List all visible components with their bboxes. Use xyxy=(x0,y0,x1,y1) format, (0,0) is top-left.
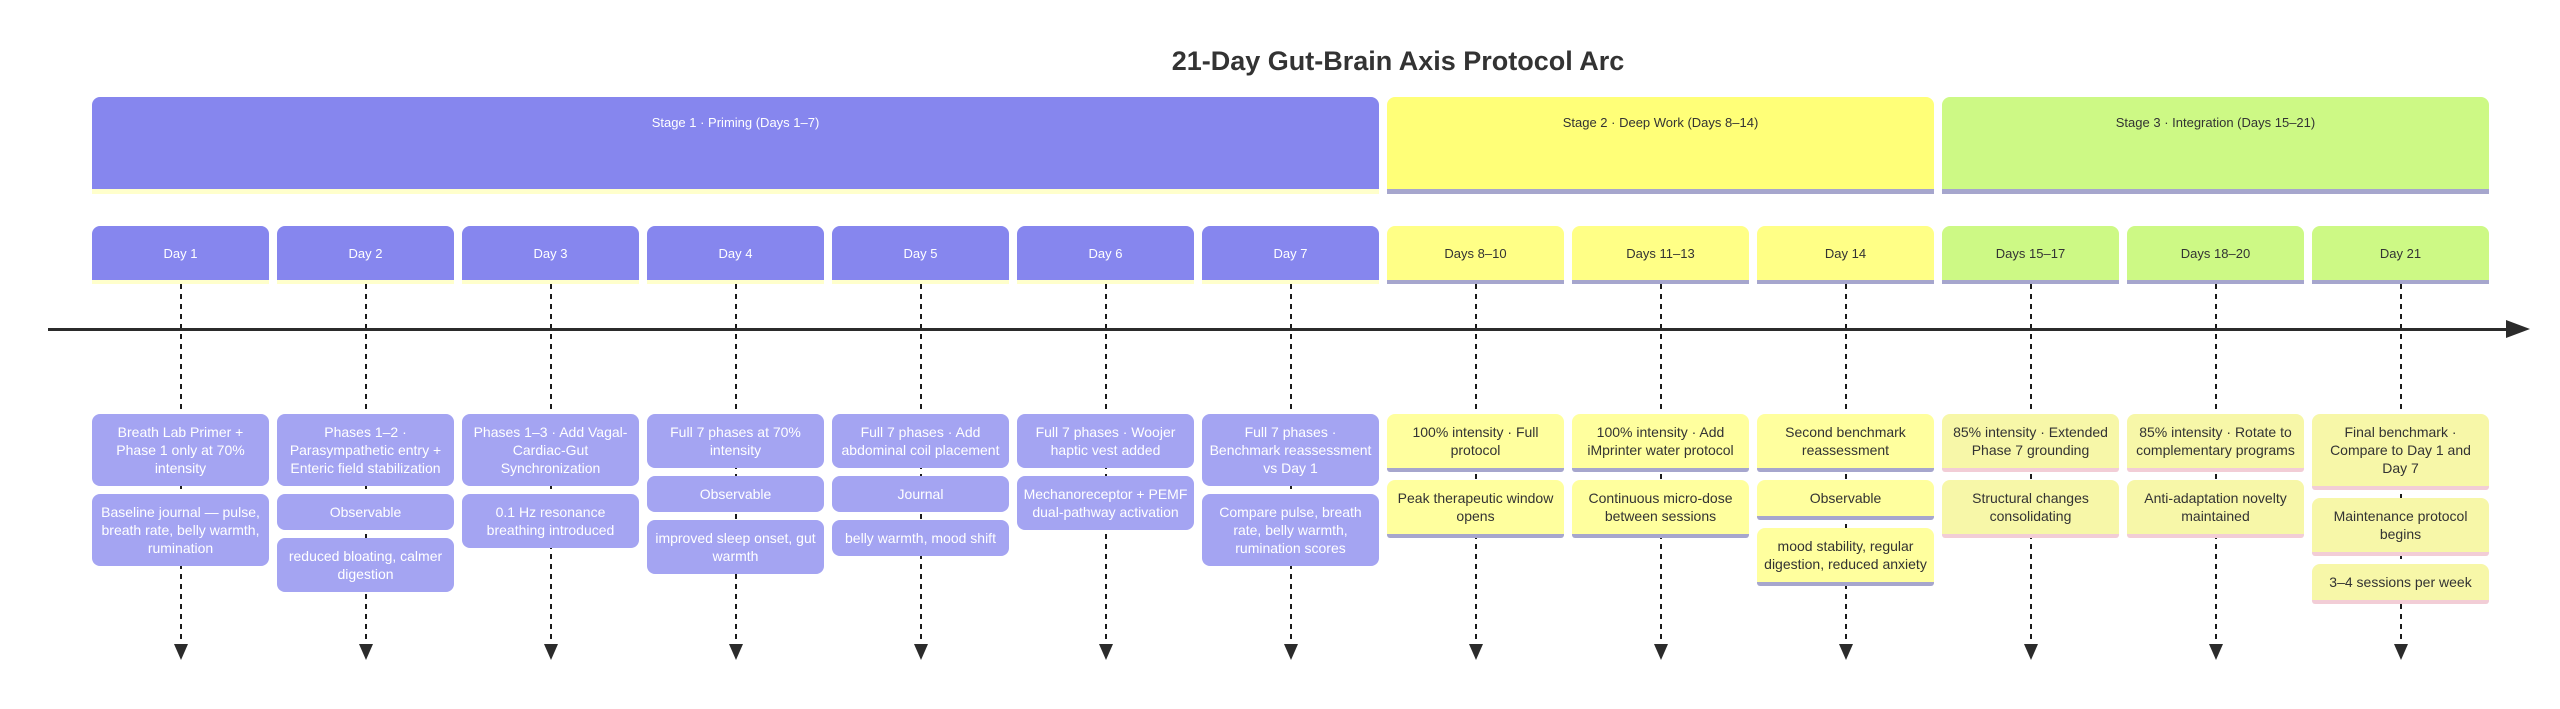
note-box: Continuous micro-dose between sessions xyxy=(1572,480,1749,538)
day-label: Days 11–13 xyxy=(1626,245,1695,261)
timeline-axis-arrowhead-icon xyxy=(2506,320,2530,338)
day-label: Day 4 xyxy=(718,245,753,261)
day-box: Day 3 xyxy=(462,226,639,284)
note-box: Observable xyxy=(277,494,454,530)
stage-label: Stage 3 · Integration (Days 15–21) xyxy=(2115,115,2316,130)
column-arrowhead-icon xyxy=(728,644,743,660)
column-arrowhead-icon xyxy=(1098,644,1113,660)
column-arrowhead-icon xyxy=(173,644,188,660)
day-label: Days 18–20 xyxy=(2180,245,2251,261)
day-box: Days 8–10 xyxy=(1387,226,1564,284)
note-stack: Phases 1–2 · Parasympathetic entry + Ent… xyxy=(277,414,454,592)
note-stack: 85% intensity · Rotate to complementary … xyxy=(2127,414,2304,538)
column-arrowhead-icon xyxy=(543,644,558,660)
note-box: Second benchmark reassessment xyxy=(1757,414,1934,472)
column-arrowhead-icon xyxy=(2023,644,2038,660)
note-box: Structural changes consolidating xyxy=(1942,480,2119,538)
note-box: Final benchmark · Compare to Day 1 and D… xyxy=(2312,414,2489,490)
column-arrowhead-icon xyxy=(358,644,373,660)
column-arrowhead-icon xyxy=(1283,644,1298,660)
note-stack: Full 7 phases · Add abdominal coil place… xyxy=(832,414,1009,556)
timeline-axis xyxy=(48,328,2508,331)
note-box: Observable xyxy=(1757,480,1934,520)
day-label: Days 8–10 xyxy=(1444,245,1507,261)
day-box: Day 4 xyxy=(647,226,824,284)
day-box: Days 18–20 xyxy=(2127,226,2304,284)
note-box: Full 7 phases · Woojer haptic vest added xyxy=(1017,414,1194,468)
note-box: mood stability, regular digestion, reduc… xyxy=(1757,528,1934,586)
note-box: Maintenance protocol begins xyxy=(2312,498,2489,556)
note-box: Journal xyxy=(832,476,1009,512)
day-box: Days 15–17 xyxy=(1942,226,2119,284)
note-box: Compare pulse, breath rate, belly warmth… xyxy=(1202,494,1379,566)
day-box: Day 6 xyxy=(1017,226,1194,284)
day-box: Day 2 xyxy=(277,226,454,284)
day-label: Day 21 xyxy=(2379,245,2422,261)
column-arrowhead-icon xyxy=(1838,644,1853,660)
day-box: Days 11–13 xyxy=(1572,226,1749,284)
note-box: Anti-adaptation novelty maintained xyxy=(2127,480,2304,538)
note-box: 85% intensity · Extended Phase 7 groundi… xyxy=(1942,414,2119,472)
note-box: 85% intensity · Rotate to complementary … xyxy=(2127,414,2304,472)
note-box: Mechanoreceptor + PEMF dual-pathway acti… xyxy=(1017,476,1194,530)
note-stack: Final benchmark · Compare to Day 1 and D… xyxy=(2312,414,2489,604)
stage-bar: Stage 1 · Priming (Days 1–7) xyxy=(92,97,1379,194)
column-arrowhead-icon xyxy=(1653,644,1668,660)
day-label: Day 6 xyxy=(1088,245,1123,261)
note-box: Peak therapeutic window opens xyxy=(1387,480,1564,538)
note-stack: 85% intensity · Extended Phase 7 groundi… xyxy=(1942,414,2119,538)
note-stack: Full 7 phases · Benchmark reassessment v… xyxy=(1202,414,1379,566)
diagram-title: 21-Day Gut-Brain Axis Protocol Arc xyxy=(1171,46,1625,76)
note-box: 0.1 Hz resonance breathing introduced xyxy=(462,494,639,548)
stage-bar: Stage 2 · Deep Work (Days 8–14) xyxy=(1387,97,1934,194)
note-box: 100% intensity · Full protocol xyxy=(1387,414,1564,472)
column-arrowhead-icon xyxy=(2208,644,2223,660)
note-stack: Breath Lab Primer + Phase 1 only at 70% … xyxy=(92,414,269,566)
note-box: Phases 1–2 · Parasympathetic entry + Ent… xyxy=(277,414,454,486)
stage-bar: Stage 3 · Integration (Days 15–21) xyxy=(1942,97,2489,194)
day-box: Day 5 xyxy=(832,226,1009,284)
note-box: Full 7 phases at 70% intensity xyxy=(647,414,824,468)
day-label: Days 15–17 xyxy=(1995,245,2066,261)
note-box: belly warmth, mood shift xyxy=(832,520,1009,556)
day-box: Day 7 xyxy=(1202,226,1379,284)
day-box: Day 14 xyxy=(1757,226,1934,284)
day-label: Day 14 xyxy=(1824,245,1867,261)
day-label: Day 1 xyxy=(163,245,198,261)
note-box: 100% intensity · Add iMprinter water pro… xyxy=(1572,414,1749,472)
note-box: 3–4 sessions per week xyxy=(2312,564,2489,604)
note-box: Breath Lab Primer + Phase 1 only at 70% … xyxy=(92,414,269,486)
note-box: reduced bloating, calmer digestion xyxy=(277,538,454,592)
note-stack: Phases 1–3 · Add Vagal-Cardiac-Gut Synch… xyxy=(462,414,639,548)
note-stack: 100% intensity · Add iMprinter water pro… xyxy=(1572,414,1749,538)
stage-label: Stage 1 · Priming (Days 1–7) xyxy=(651,115,820,130)
column-arrowhead-icon xyxy=(1468,644,1483,660)
stage-label: Stage 2 · Deep Work (Days 8–14) xyxy=(1562,115,1759,130)
day-label: Day 3 xyxy=(533,245,568,261)
column-arrowhead-icon xyxy=(2393,644,2408,660)
note-box: improved sleep onset, gut warmth xyxy=(647,520,824,574)
day-box: Day 1 xyxy=(92,226,269,284)
day-label: Day 2 xyxy=(348,245,383,261)
note-box: Phases 1–3 · Add Vagal-Cardiac-Gut Synch… xyxy=(462,414,639,486)
day-box: Day 21 xyxy=(2312,226,2489,284)
note-box: Full 7 phases · Benchmark reassessment v… xyxy=(1202,414,1379,486)
column-arrowhead-icon xyxy=(913,644,928,660)
day-label: Day 5 xyxy=(903,245,938,261)
note-box: Observable xyxy=(647,476,824,512)
note-box: Full 7 phases · Add abdominal coil place… xyxy=(832,414,1009,468)
day-label: Day 7 xyxy=(1273,245,1308,261)
note-stack: Full 7 phases · Woojer haptic vest added… xyxy=(1017,414,1194,530)
note-box: Baseline journal — pulse, breath rate, b… xyxy=(92,494,269,566)
